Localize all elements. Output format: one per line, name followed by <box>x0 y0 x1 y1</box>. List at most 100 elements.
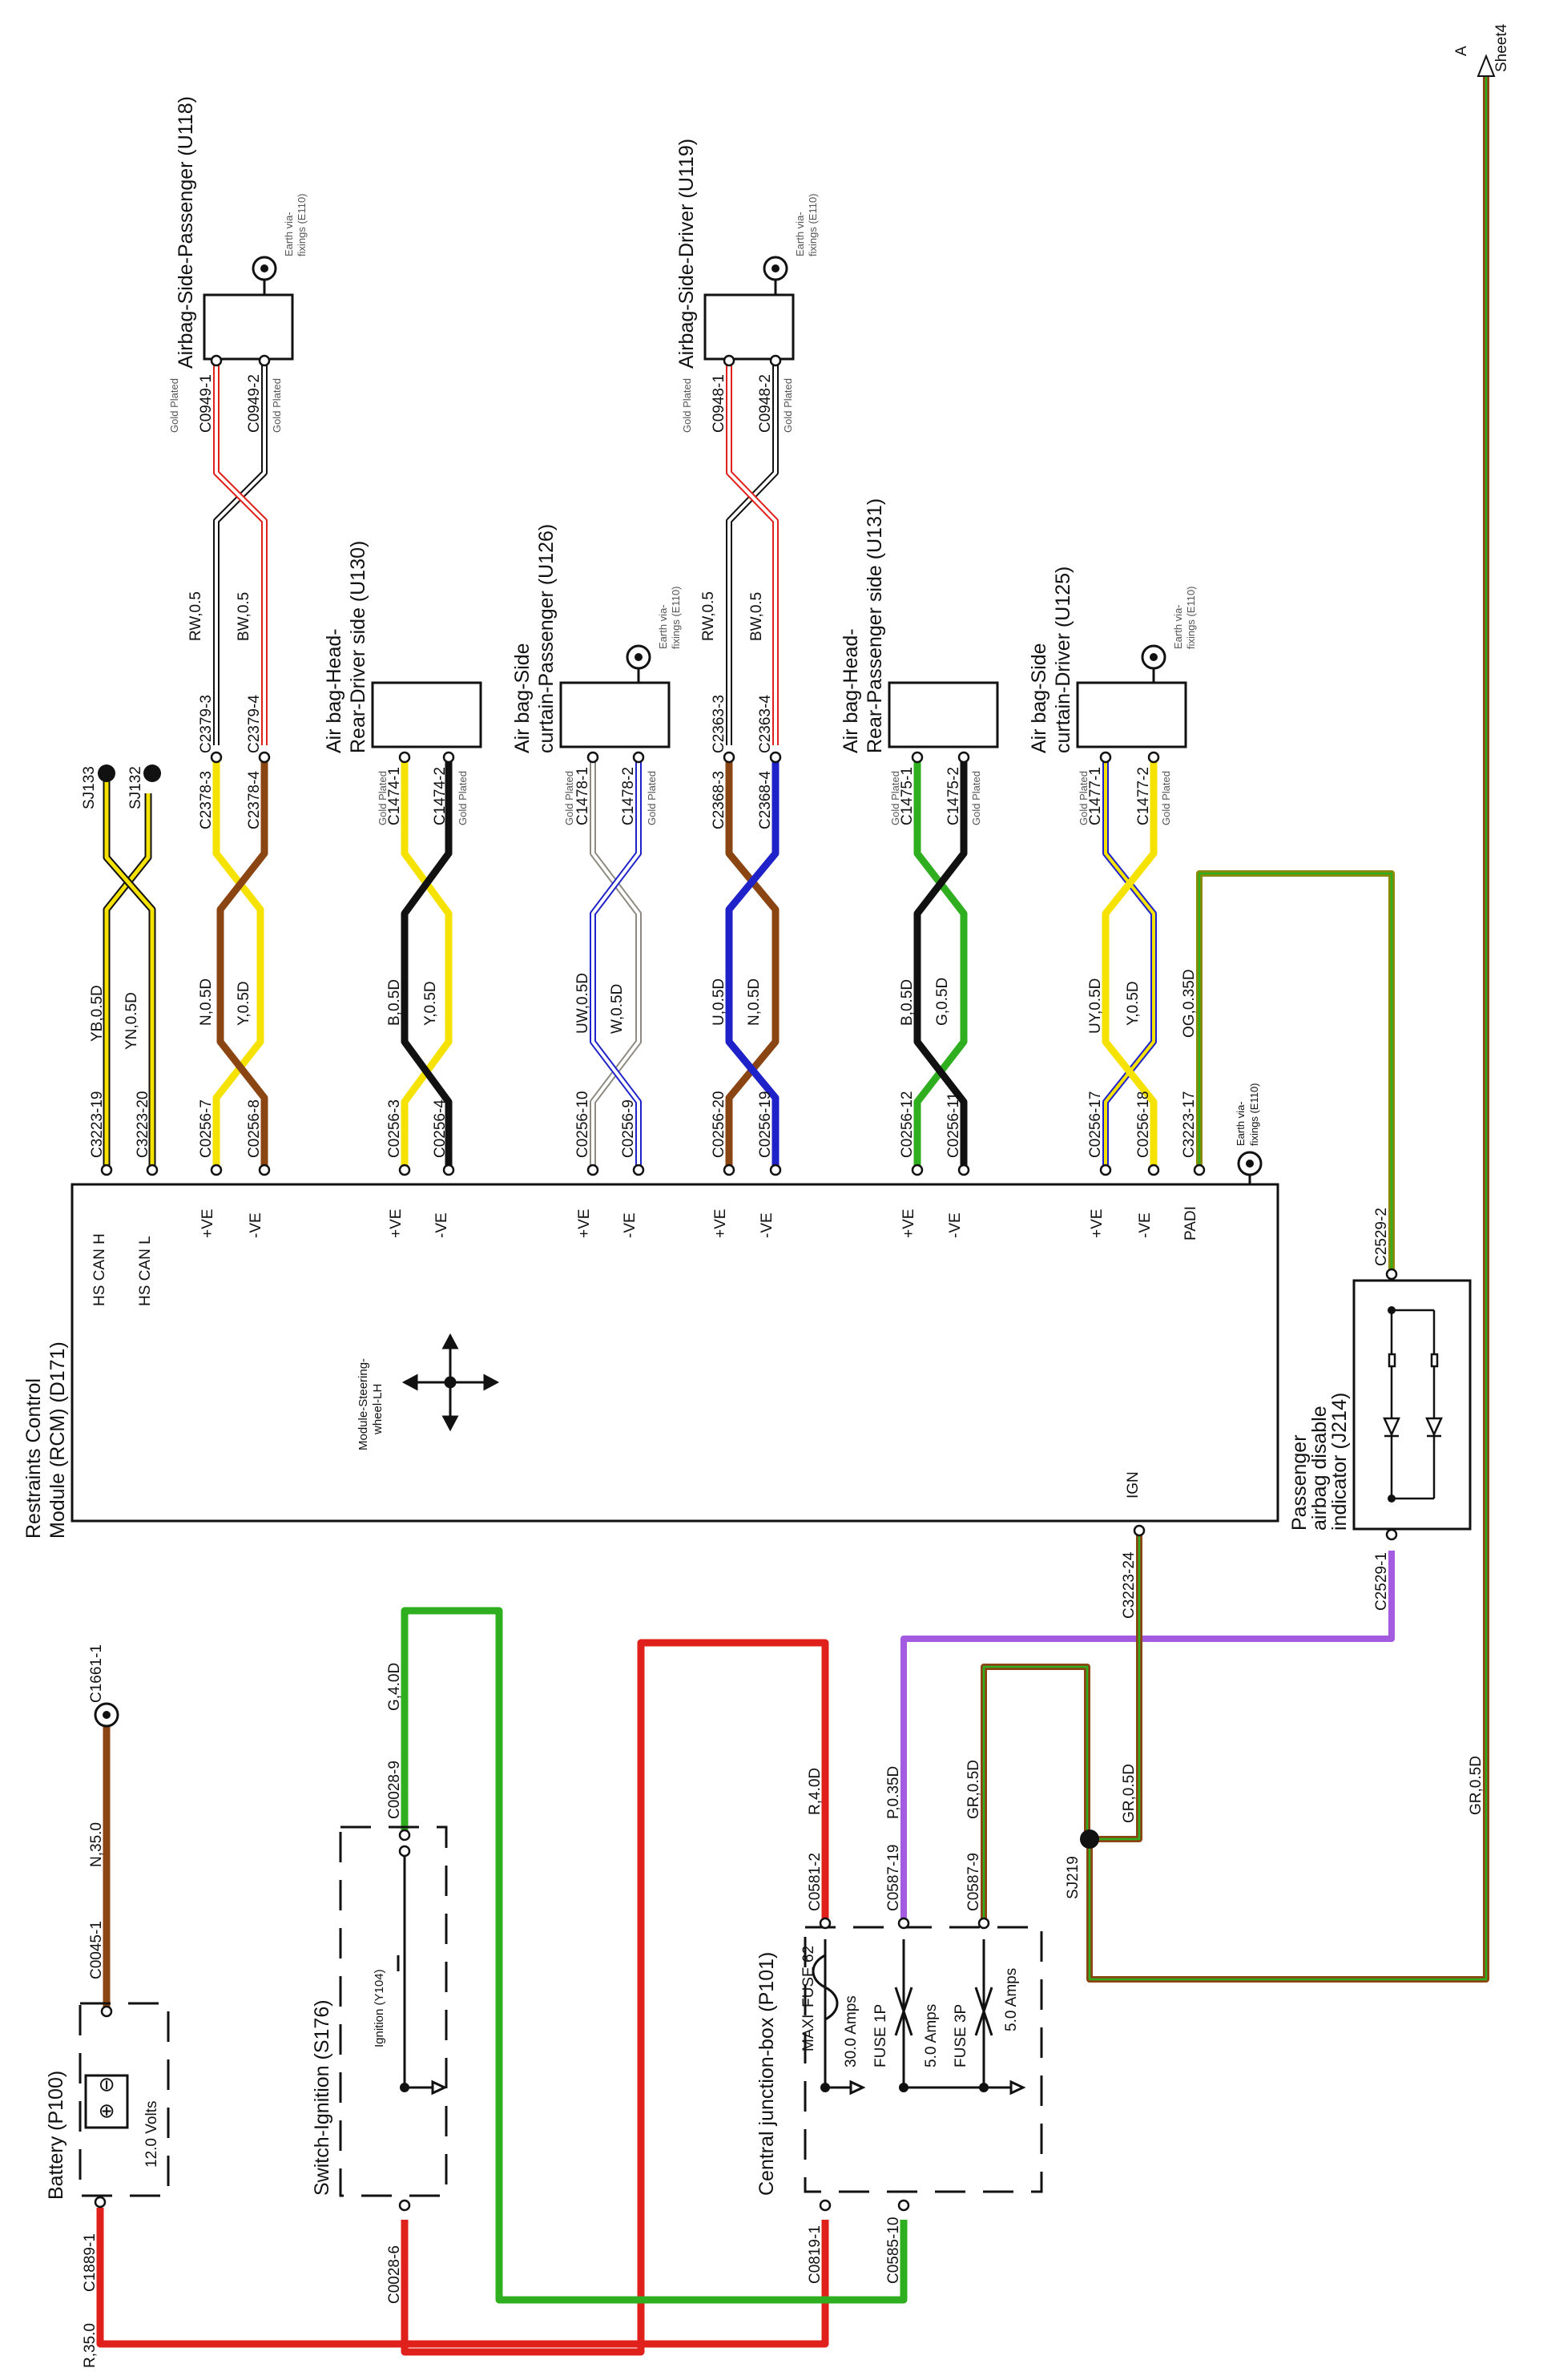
pin-c0948-2: C0948-2 <box>757 374 774 433</box>
wire-gauge: Y,0.5D <box>236 981 252 1026</box>
rcm-inner-2: wheel-LH <box>371 1384 385 1435</box>
cjb-fuse3-amps: 5.0 Amps <box>1003 1968 1020 2031</box>
wire-og035-tracer <box>1198 872 1393 1270</box>
ignition-title: Switch-Ignition (S176) <box>311 1999 333 2196</box>
earth-icon <box>763 256 788 295</box>
terminals <box>94 354 1398 2212</box>
fuse-icon <box>812 1939 1026 2096</box>
airbag-u119-earth-1: Earth via- <box>794 212 806 256</box>
battery-conn-right: C0045-1 <box>88 1921 105 1979</box>
pin-plating: Gold Plated <box>377 771 389 825</box>
wire-gauge: U,0.5D <box>711 978 727 1026</box>
wire-label: RW,0.5 <box>187 591 204 641</box>
cjb-conn-out3: C0587-9 <box>965 1853 982 1911</box>
earth-icon <box>252 256 277 295</box>
rcm-title-1: Restraints Control <box>22 1378 45 1539</box>
pin-c1475-2: C1475-2 <box>945 767 962 825</box>
ignition-outline <box>339 1825 448 2197</box>
rcm-conn: C0256-9 <box>620 1099 637 1158</box>
wire-can-l-fill <box>104 773 155 1170</box>
earth-label: Earth via- <box>657 604 669 649</box>
battery-title: Battery (P100) <box>45 2071 67 2200</box>
pin-plating: Gold Plated <box>681 378 693 433</box>
pin-plating: Gold Plated <box>457 771 469 825</box>
cjb-fuse62: FUSE 62 <box>800 1946 817 2007</box>
splice-sj219: SJ219 <box>1065 1856 1082 1899</box>
padi-indicator <box>1352 1279 1472 1531</box>
ignition-switch-icon <box>397 1851 448 2096</box>
padi-title-2: airbag disable <box>1308 1406 1331 1531</box>
wire-u130-pos <box>401 757 453 1170</box>
rcm-conn: C0256-8 <box>246 1099 263 1158</box>
airbag-u119 <box>703 293 795 361</box>
pin-c1474-2: C1474-2 <box>432 767 449 825</box>
labels: A Sheet4 Airbag-Side-Passenger (U118) Ea… <box>22 23 1510 2368</box>
wire-label: BW,0.5 <box>236 592 252 641</box>
battery-cell <box>84 2074 129 2129</box>
conn-c2368-3: C2368-3 <box>711 771 727 829</box>
pin-plating: Gold Plated <box>782 378 794 433</box>
rcm-conn: C0256-12 <box>899 1091 916 1158</box>
cjb-fuse62-amps: 30.0 Amps <box>843 1995 860 2067</box>
splice-sj219-icon <box>1080 1829 1099 1849</box>
conn-c2363-4: C2363-4 <box>757 695 774 753</box>
padi-title-3: indicator (J214) <box>1328 1393 1351 1531</box>
wire-gauge: N,0.5D <box>198 978 215 1026</box>
wire-gauge: YN,0.5D <box>123 992 140 1050</box>
pin-name: +VE <box>900 1209 917 1238</box>
cjb-conn-in2: C0585-10 <box>885 2217 902 2284</box>
rcm-module <box>71 1183 1279 1523</box>
padi-leds-icon <box>1383 1309 1443 1500</box>
airbag-u119-earth-2: fixings (E110) <box>807 193 819 256</box>
wire-gauge: Y,0.5D <box>422 981 439 1026</box>
wire-gr-ign-tracer <box>1090 1527 1141 1841</box>
cjb-wire-out3: GR,0.5D <box>965 1760 982 1819</box>
rcm-conn: C0256-17 <box>1087 1091 1104 1158</box>
pin-c1478-1: C1478-1 <box>574 767 591 825</box>
pin-name: -VE <box>759 1212 776 1238</box>
wire-gauge: UY,0.5D <box>1087 978 1104 1034</box>
pin-name: -VE <box>433 1212 450 1238</box>
cjb-fuse1: FUSE 1P <box>872 2004 889 2067</box>
pin-c0949-1: C0949-1 <box>198 374 215 433</box>
battery-conn-end: C1661-1 <box>88 1644 105 1703</box>
airbag-u125-title-1: Air bag-Side <box>1028 643 1050 753</box>
wire-label: BW,0.5 <box>748 592 765 641</box>
pin-c1475-1: C1475-1 <box>899 767 916 825</box>
rcm-wire-labels: C3223-19 YB,0.5D C3223-20 YN,0.5D C0256-… <box>89 969 1198 1158</box>
cjb-maxi: MAXI <box>800 2015 817 2051</box>
conn-c2379-4: C2379-4 <box>246 695 263 753</box>
conn-c2378-3: C2378-3 <box>198 771 215 829</box>
cjb-outline <box>804 1926 1043 2193</box>
earth-label: Earth via- <box>1172 604 1184 649</box>
pin-plating: Gold Plated <box>168 378 180 433</box>
wire-gauge: YB,0.5D <box>89 985 106 1042</box>
wire-gr-long-tracer <box>1088 68 1488 1981</box>
wire-u130-neg <box>401 757 453 1170</box>
airbag-u118-earth-1: Earth via- <box>283 212 295 256</box>
symbols <box>94 54 1496 2096</box>
ignition-inner: Ignition (Y104) <box>373 1969 386 2047</box>
splice-wire-long: GR,0.5D <box>1468 1756 1485 1815</box>
earth-icon <box>626 644 651 683</box>
airbag-u130 <box>371 681 482 748</box>
wire-label: RW,0.5 <box>700 591 717 641</box>
splice-sj132: SJ132 <box>127 766 144 809</box>
cjb-wire-out1: P,0.35D <box>885 1766 902 1819</box>
pin-name: HS CAN H <box>91 1233 108 1306</box>
rcm-conn: C3223-19 <box>89 1091 106 1158</box>
rcm-title-2: Module (RCM) (D171) <box>46 1341 69 1539</box>
padi-conn-top: C2529-2 <box>1373 1208 1390 1266</box>
sheet-ref-label: Sheet4 <box>1493 23 1510 72</box>
wire-u119-upper-b-fill <box>727 361 777 745</box>
conn-c2363-3: C2363-3 <box>711 695 727 753</box>
pin-name: +VE <box>199 1209 216 1238</box>
splice-sj132-icon <box>143 764 161 782</box>
pin-name: +VE <box>1089 1209 1106 1238</box>
wire-r4 <box>401 1639 829 2356</box>
pin-name: +VE <box>712 1209 729 1238</box>
conn-c2368-4: C2368-4 <box>757 771 774 829</box>
airbag-u131 <box>888 681 999 748</box>
direction-arrows-icon <box>401 1333 500 1432</box>
